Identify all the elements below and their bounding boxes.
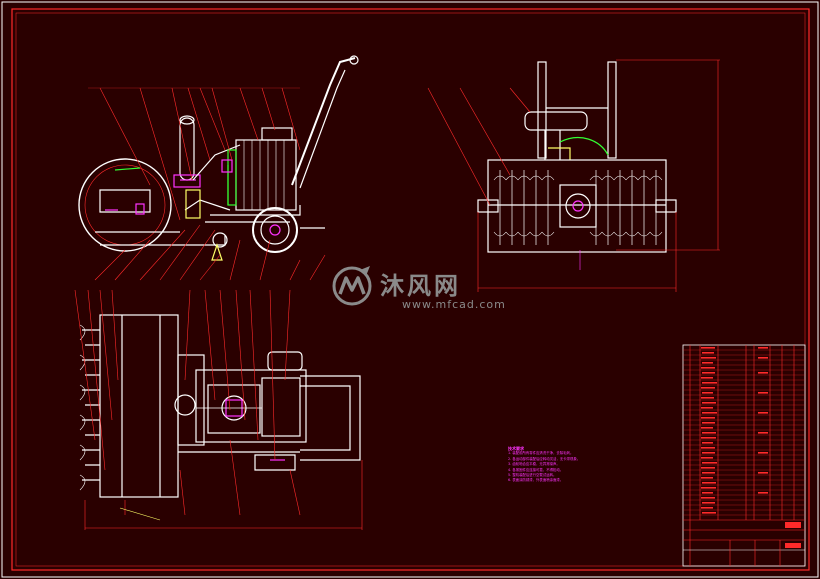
watermark-name: 沐风网 xyxy=(380,272,461,300)
note-line: 1. 装配前所有零件应清洗干净，去除毛刺。 xyxy=(508,451,574,456)
front-view xyxy=(477,61,677,253)
note-line: 5. 整机装配后进行空载试运转。 xyxy=(508,473,557,478)
watermark-url: www.mfcad.com xyxy=(402,298,506,311)
parts-list-entries xyxy=(701,347,801,548)
parts-list-rows xyxy=(683,349,805,516)
drawing-frame xyxy=(11,8,810,571)
note-line: 6. 表面涂防锈漆，外表面喷涂面漆。 xyxy=(508,478,564,483)
front-view-dimensions xyxy=(427,59,720,292)
note-line: 4. 各紧固件应连接可靠，不得松动。 xyxy=(508,467,564,472)
watermark: 沐风网 www.mfcad.com xyxy=(330,264,505,314)
note-line: 2. 各运动部件装配后应转动灵活，无卡滞现象。 xyxy=(508,456,581,461)
side-view xyxy=(78,55,359,261)
note-line: 3. 齿轮啮合应平稳，无异常噪声。 xyxy=(508,462,560,467)
parts-list-table xyxy=(682,344,806,567)
drawing-frame-inner xyxy=(15,12,806,567)
mf-logo-icon xyxy=(332,266,372,306)
top-view xyxy=(79,314,361,498)
top-view-leaders xyxy=(74,289,363,530)
technical-notes: 技术要求 1. 装配前所有零件应清洗干净，去除毛刺。 2. 各运动部件装配后应转… xyxy=(508,446,678,484)
notes-title: 技术要求 xyxy=(508,446,524,451)
side-view-leaders xyxy=(88,87,326,281)
